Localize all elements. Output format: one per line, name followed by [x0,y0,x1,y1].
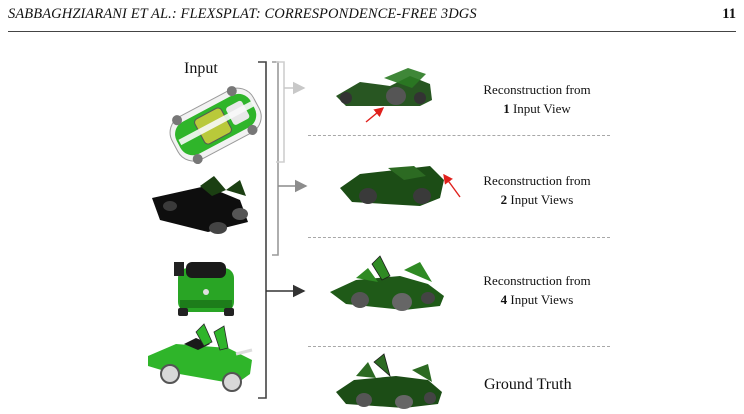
view-count: 1 [503,101,510,116]
recon-label-1-view: Reconstruction from 1 Input View [462,80,612,118]
recon-label-line1: Reconstruction from [483,173,591,188]
row-divider-2 [308,237,610,238]
red-annotation-arrow-icon [365,107,385,123]
recon-label-2-views: Reconstruction from 2 Input Views [462,171,612,209]
bracket-one-input [276,61,285,163]
bracket-all-inputs [258,61,267,399]
row-divider-3 [308,346,610,347]
input-car-rear-view [174,262,234,316]
view-suffix: Input View [512,101,571,116]
page-header: SABBAGHZIARANI ET AL.: FLEXSPLAT: CORRES… [8,6,736,28]
view-count: 4 [500,292,508,307]
view-suffix: Input Views [510,292,574,307]
input-car-side-doors-open [148,323,253,392]
input-car-dark-side-view [152,176,248,234]
header-rule [8,31,736,32]
input-label: Input [184,60,218,77]
reconstruction-2-views-car [340,166,444,206]
reconstruction-4-views-car [330,255,444,311]
input-car-top-view [169,86,262,165]
reconstruction-1-view-car [336,68,432,106]
view-suffix: Input Views [510,192,574,207]
recon-label-4-views: Reconstruction from 4 Input Views [462,271,612,309]
recon-label-line1: Reconstruction from [483,82,591,97]
ground-truth-label: Ground Truth [484,376,572,393]
ground-truth-car [336,353,442,409]
row-divider-1 [308,135,610,136]
bracket-two-inputs [272,61,279,256]
page-number: 11 [722,6,736,22]
recon-label-line1: Reconstruction from [483,273,591,288]
red-annotation-arrow-icon [443,173,461,198]
view-count: 2 [500,192,508,207]
running-title: SABBAGHZIARANI ET AL.: FLEXSPLAT: CORRES… [8,6,477,22]
